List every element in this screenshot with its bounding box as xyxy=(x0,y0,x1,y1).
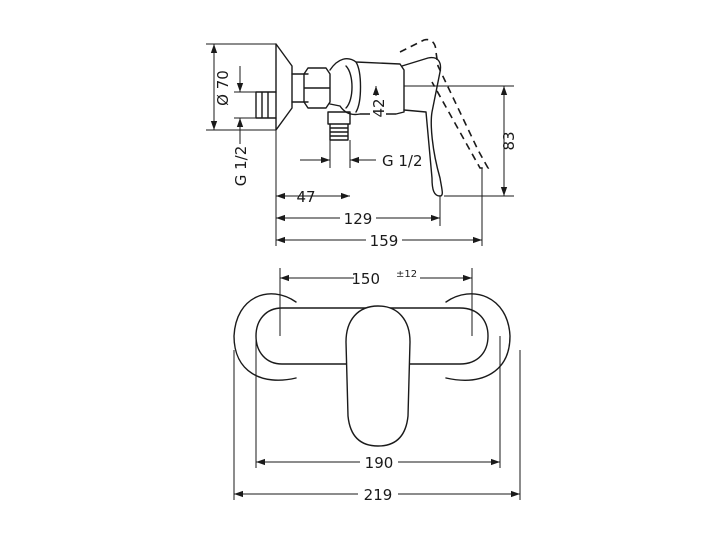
bottom-outlet xyxy=(327,111,351,141)
front-handle xyxy=(345,305,411,447)
lever-handle xyxy=(401,56,443,197)
dim-height-83: 83 xyxy=(500,131,518,150)
valve-body xyxy=(329,58,405,116)
dim-height-42: 42 xyxy=(370,98,388,117)
dim-thread-outlet: G 1/2 xyxy=(382,152,423,170)
dim-length-159: 159 xyxy=(370,232,399,250)
dim-length-47: 47 xyxy=(296,188,315,206)
dim-width-219: 219 xyxy=(364,486,393,504)
dim-thread-left: G 1/2 xyxy=(232,146,250,187)
right-rosette xyxy=(445,293,511,381)
wall-connector xyxy=(255,91,277,119)
dim-length-129: 129 xyxy=(344,210,373,228)
hex-nut xyxy=(303,67,331,109)
left-rosette xyxy=(233,293,297,381)
mixer-body xyxy=(255,307,489,365)
dim-spacing-150: 150 xyxy=(351,270,380,288)
dim-width-190: 190 xyxy=(365,454,394,472)
wall-flange xyxy=(275,43,293,131)
dim-flange-diameter: Ø 70 xyxy=(214,70,232,106)
front-view: 150 ±12 190 219 xyxy=(233,266,521,504)
side-view: Ø 70 G 1/2 42 83 G 1/2 47 129 159 xyxy=(206,38,518,250)
handle-alt-position xyxy=(399,38,490,169)
dim-spacing-tolerance: ±12 xyxy=(396,269,417,280)
